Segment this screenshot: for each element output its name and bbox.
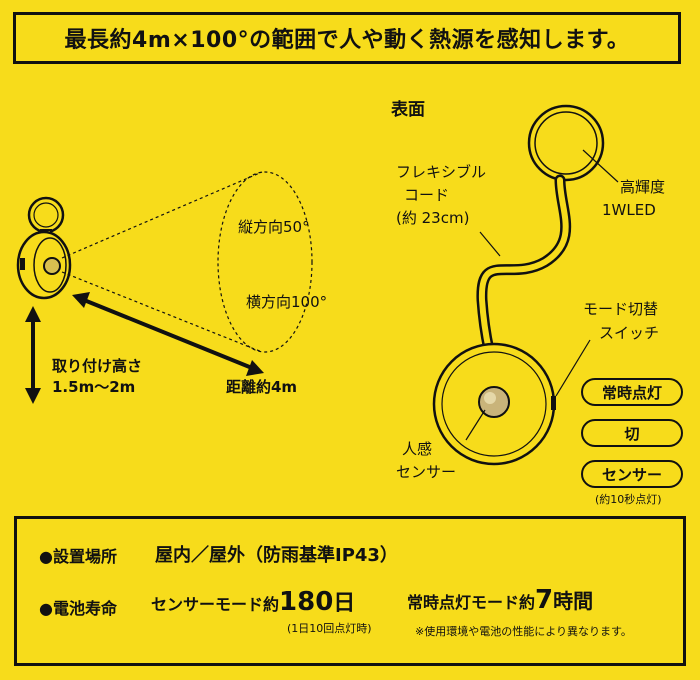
cord-label-line1: フレキシブル (396, 163, 487, 181)
sensor-note: (約10秒点灯) (595, 493, 662, 506)
location-value: 屋内／屋外（防雨基準IP43） (155, 545, 398, 566)
sensor-label-line1: 人感 (402, 440, 433, 458)
headline-box: 最長約4m×100°の範囲で人や動く熱源を感知します。 (13, 12, 681, 64)
surface-label: 表面 (391, 100, 425, 120)
battery-label: ●電池寿命 (39, 599, 117, 618)
mode-always-on: 常時点灯 (581, 378, 683, 406)
left-device-illustration (16, 196, 72, 300)
cord-label-line3: (約 23cm) (396, 209, 470, 227)
vertical-angle-label: 縦方向50° (238, 218, 310, 236)
switch-label-line1: モード切替 (583, 300, 659, 318)
right-device-illustration (432, 104, 605, 466)
switch-label-line2: スイッチ (599, 324, 660, 342)
sensor-mode-note: (1日10回点灯時) (287, 622, 372, 635)
mode-off: 切 (581, 419, 683, 447)
mode-sensor: センサー (581, 460, 683, 488)
sensor-label-line2: センサー (396, 463, 457, 481)
location-label: ●設置場所 (39, 547, 117, 566)
sensor-mode-life: センサーモード約180日 (151, 587, 356, 617)
mount-height-label: 取り付け高さ (52, 357, 143, 375)
distance-label: 距離約4m (226, 378, 298, 396)
disclaimer: ※使用環境や電池の性能により異なります。 (415, 625, 632, 638)
led-label-line1: 高輝度 (620, 178, 666, 196)
led-label-line2: 1WLED (602, 201, 656, 219)
illustration-svg (16, 104, 619, 466)
mount-height-value: 1.5m〜2m (52, 378, 136, 396)
always-mode-life: 常時点灯モード約7時間 (407, 585, 594, 615)
spec-info-box: ●設置場所 屋内／屋外（防雨基準IP43） ●電池寿命 センサーモード約180日… (14, 516, 686, 666)
horizontal-angle-label: 横方向100° (246, 293, 328, 311)
callout-lines (465, 149, 619, 441)
headline-text: 最長約4m×100°の範囲で人や動く熱源を感知します。 (64, 28, 630, 53)
cord-label-line2: コード (404, 186, 450, 204)
detection-cone (61, 171, 313, 353)
distance-arrow (72, 292, 264, 376)
height-arrow (25, 306, 41, 404)
